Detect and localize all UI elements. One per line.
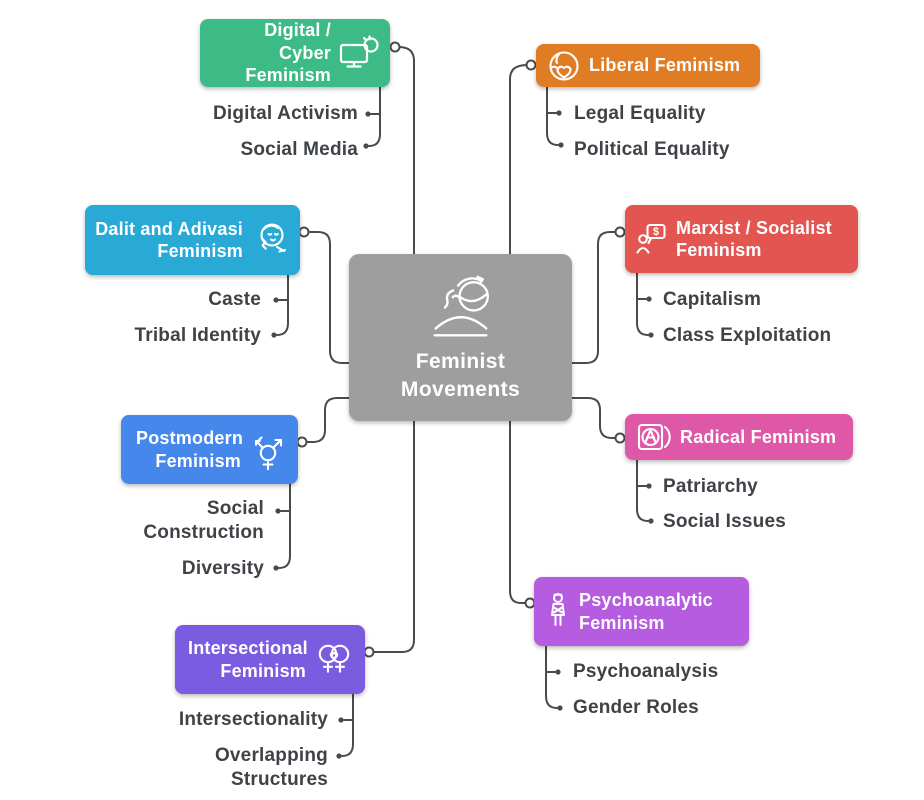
double-female-heart-icon: [313, 641, 355, 679]
node-radical-feminism[interactable]: Radical Feminism: [625, 414, 853, 460]
globe-heart-icon: [546, 48, 582, 84]
leaf-social-issues[interactable]: Social Issues: [663, 511, 787, 532]
leaf-legal-equality[interactable]: Legal Equality: [574, 103, 706, 124]
branch-title: Radical Feminism: [680, 426, 837, 447]
leaf-digital-activism[interactable]: Digital Activism: [212, 103, 358, 124]
leaf-intersectionality[interactable]: Intersectionality: [178, 709, 328, 730]
branch-title: Liberal Feminism: [589, 55, 741, 76]
leaf-caste[interactable]: Caste: [208, 289, 261, 310]
node-dalit-adivasi-feminism[interactable]: Dalit and Adivasi Feminism: [85, 205, 300, 275]
person-dollar-bubble-icon: $: [635, 220, 669, 258]
transgender-symbol-icon: [248, 429, 288, 471]
node-postmodern-feminism[interactable]: Postmodern Feminism: [121, 415, 298, 484]
center-node-title: Feminist Movements: [400, 350, 521, 401]
leaf-psychoanalysis[interactable]: Psychoanalysis: [573, 661, 719, 682]
leaf-social-media[interactable]: Social Media: [240, 139, 358, 160]
svg-text:$: $: [653, 226, 659, 238]
node-liberal-feminism[interactable]: Liberal Feminism: [536, 44, 760, 87]
branch-title: Postmodern Feminism: [136, 428, 244, 471]
leaf-class-exploitation[interactable]: Class Exploitation: [663, 325, 832, 346]
person-globe-icon: [422, 272, 500, 346]
branch-title: Marxist / Socialist Feminism: [676, 217, 832, 261]
branch-title: Dalit and Adivasi Feminism: [95, 218, 243, 262]
leaf-tribal-identity[interactable]: Tribal Identity: [134, 325, 261, 346]
leaf-political-equality[interactable]: Political Equality: [574, 139, 730, 160]
branch-title: Intersectional Feminism: [188, 638, 308, 681]
branch-title: Digital / Cyber Feminism: [245, 20, 331, 86]
leaf-capitalism[interactable]: Capitalism: [663, 289, 762, 310]
branch-title: Psychoanalytic Feminism: [579, 590, 713, 633]
node-feminist-movements[interactable]: Feminist Movements: [349, 254, 572, 421]
node-psychoanalytic-feminism[interactable]: Psychoanalytic Feminism: [534, 577, 749, 646]
leaf-overlapping-structures[interactable]: Overlapping Structures: [214, 745, 328, 790]
woman-face-icon: [250, 220, 290, 260]
standing-person-icon: [544, 591, 572, 633]
leaf-patriarchy[interactable]: Patriarchy: [663, 476, 758, 497]
node-marxist-socialist-feminism[interactable]: $ Marxist / Socialist Feminism: [625, 205, 858, 273]
leaf-gender-roles[interactable]: Gender Roles: [573, 697, 699, 718]
anarchy-symbol-icon: [635, 421, 673, 453]
leaf-social-construction[interactable]: Social Construction: [143, 498, 264, 543]
node-intersectional-feminism[interactable]: Intersectional Feminism: [175, 625, 365, 694]
monitor-icon: [338, 35, 380, 71]
leaf-diversity[interactable]: Diversity: [181, 558, 264, 579]
node-digital-cyber-feminism[interactable]: Digital / Cyber Feminism: [200, 19, 390, 87]
